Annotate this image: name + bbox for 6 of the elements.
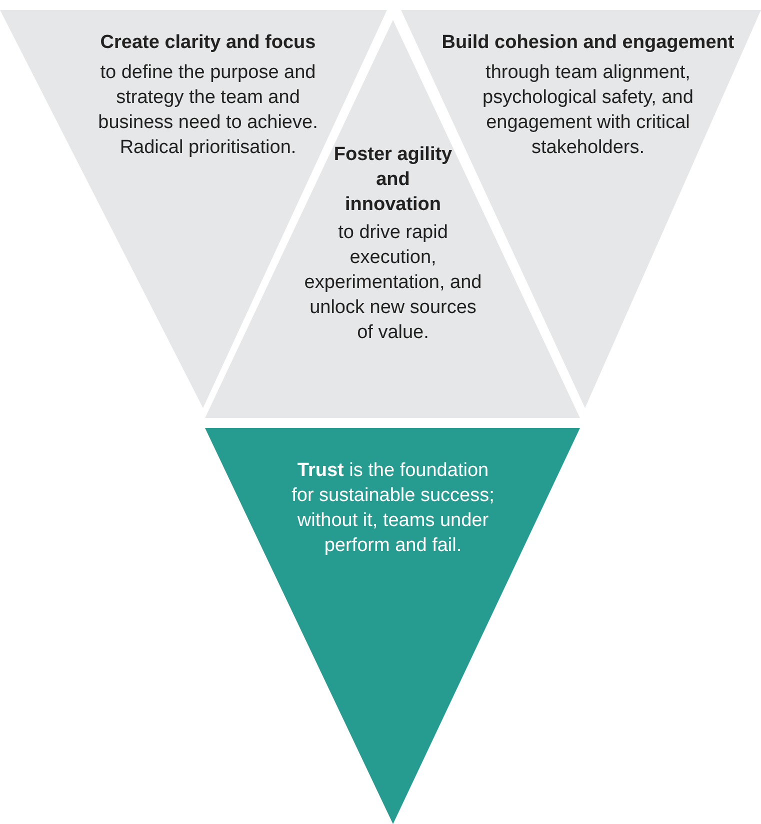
heading-text: Create clarity and focus <box>99 31 317 55</box>
heading-text: Build cohesion and engagement <box>440 31 736 55</box>
body-text: to define the purpose and strategy the team and business need to achieve. Radical prioritisation. <box>97 61 319 160</box>
body-text: to drive rapid execution, experimentation, and unlock new sources of value. <box>303 221 483 345</box>
body-text: Trust is the foundation for sustainable success; without it, teams under perform and fail. <box>290 459 496 558</box>
body-text: through team alignment, psychological safety, and engagement with critical stakeholders. <box>482 61 694 160</box>
